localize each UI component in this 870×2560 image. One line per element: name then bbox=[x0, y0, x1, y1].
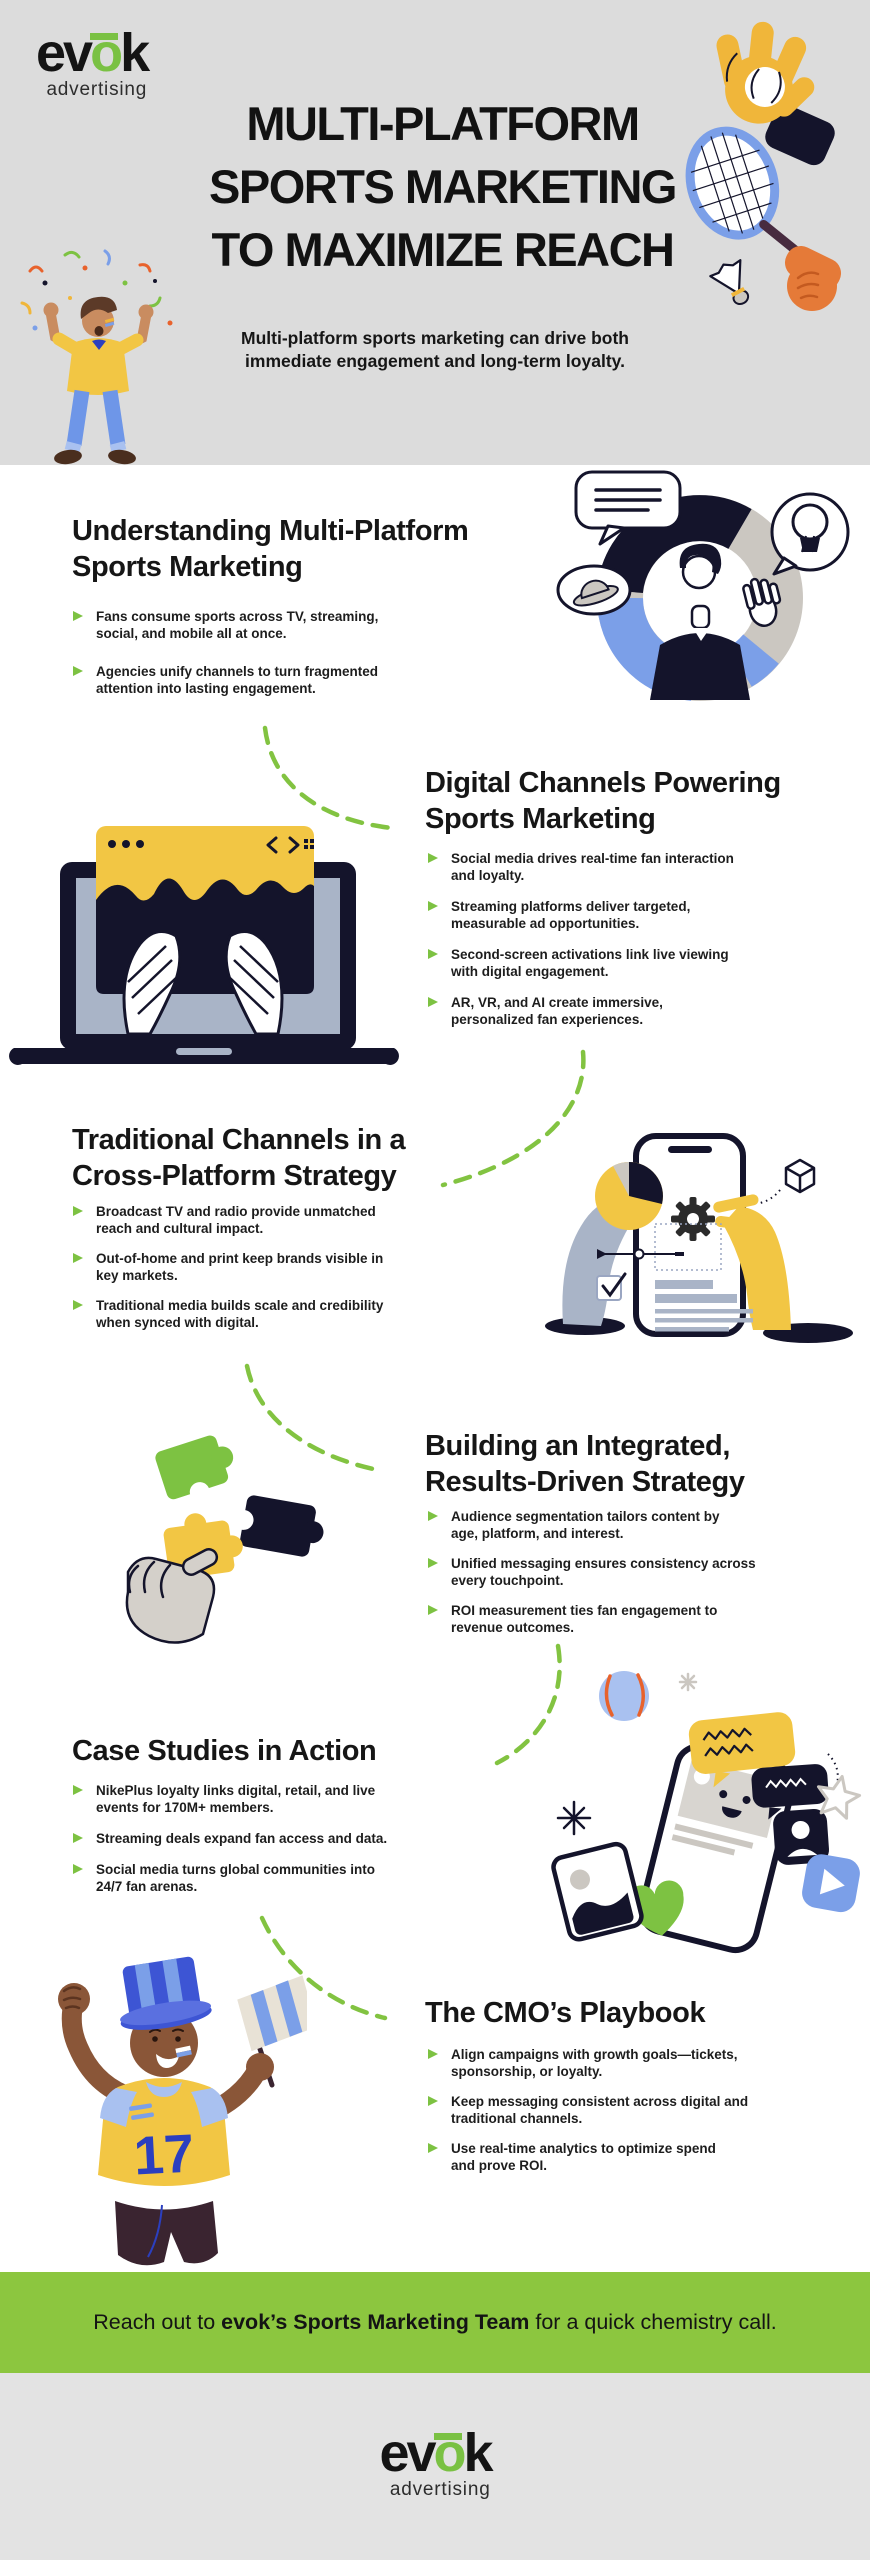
bullet-item: NikePlus loyalty links digital, retail, … bbox=[72, 1782, 482, 1816]
bullet-item: Out-of-home and print keep brands visibl… bbox=[72, 1250, 472, 1284]
cta-emphasis: evok’s Sports Marketing Team bbox=[221, 2310, 530, 2334]
cta-banner: Reach out to evok’s Sports Marketing Tea… bbox=[0, 2272, 870, 2373]
bullet-arrow-icon bbox=[73, 611, 83, 621]
bullet-item: Use real-time analytics to optimize spen… bbox=[427, 2140, 832, 2174]
page-subtitle: Multi-platform sports marketing can driv… bbox=[241, 328, 629, 371]
sports-fan-illustration: 17 bbox=[58, 1956, 307, 2266]
footer-background bbox=[0, 2373, 870, 2560]
brand-logo-footer: evok advertising bbox=[0, 2426, 870, 2499]
bullet-item: AR, VR, and AI create immersive, persona… bbox=[427, 994, 827, 1028]
bullet-arrow-icon bbox=[73, 1833, 83, 1843]
brand-logo: evok advertising bbox=[36, 23, 150, 100]
bullet-arrow-icon bbox=[428, 2143, 438, 2153]
section-traditional: Traditional Channels in a Cross-Platform… bbox=[72, 1122, 512, 1194]
bullet-arrow-icon bbox=[428, 2049, 438, 2059]
bullet-arrow-icon bbox=[428, 1558, 438, 1568]
section-traditional-bullets: Broadcast TV and radio provide unmatched… bbox=[72, 1203, 472, 1344]
bullet-arrow-icon bbox=[73, 1785, 83, 1795]
laptop-browser-illustration bbox=[9, 826, 399, 1065]
bullet-item: Second-screen activations link live view… bbox=[427, 946, 827, 980]
section-title: Digital Channels Powering Sports Marketi… bbox=[425, 767, 781, 835]
cta-text: Reach out to evok’s Sports Marketing Tea… bbox=[93, 2310, 777, 2334]
bullet-arrow-icon bbox=[73, 1300, 83, 1310]
bullet-arrow-icon bbox=[73, 1864, 83, 1874]
bullet-item: Align campaigns with growth goals—ticket… bbox=[427, 2046, 832, 2080]
bullet-item: Agencies unify channels to turn fragment… bbox=[72, 663, 452, 697]
social-phone-illustration bbox=[551, 1671, 862, 1954]
bullet-item: Keep messaging consistent across digital… bbox=[427, 2093, 832, 2127]
bullet-arrow-icon bbox=[73, 1253, 83, 1263]
bullet-item: Social media drives real-time fan intera… bbox=[427, 850, 827, 884]
section-integrated: Building an Integrated, Results-Driven S… bbox=[425, 1428, 865, 1500]
brand-logo-o-macron: o bbox=[90, 23, 123, 83]
bullet-item: Audience segmentation tailors content by… bbox=[427, 1508, 832, 1542]
celebrating-man-illustration bbox=[20, 249, 173, 465]
section-title: The CMO’s Playbook bbox=[425, 1997, 706, 2029]
bullet-item: Streaming deals expand fan access and da… bbox=[72, 1830, 482, 1847]
section-digital-bullets: Social media drives real-time fan intera… bbox=[427, 850, 827, 1042]
bullet-item: Social media turns global communities in… bbox=[72, 1861, 482, 1895]
section-understanding: Understanding Multi-Platform Sports Mark… bbox=[72, 513, 512, 585]
section-cmo-playbook: The CMO’s Playbook bbox=[425, 1995, 865, 2031]
bullet-arrow-icon bbox=[73, 666, 83, 676]
bullet-item: Traditional media builds scale and credi… bbox=[72, 1297, 472, 1331]
section-title: Building an Integrated, Results-Driven S… bbox=[425, 1430, 745, 1498]
bullet-arrow-icon bbox=[428, 997, 438, 1007]
bullet-arrow-icon bbox=[428, 1605, 438, 1615]
bullet-arrow-icon bbox=[73, 1206, 83, 1216]
puzzle-pieces-illustration bbox=[125, 1435, 324, 1644]
bullet-arrow-icon bbox=[428, 901, 438, 911]
bullet-item: ROI measurement ties fan engagement to r… bbox=[427, 1602, 832, 1636]
brand-logo-o-macron: o bbox=[433, 2423, 467, 2483]
bullet-arrow-icon bbox=[428, 949, 438, 959]
section-integrated-bullets: Audience segmentation tailors content by… bbox=[427, 1508, 832, 1649]
section-title: Understanding Multi-Platform Sports Mark… bbox=[72, 515, 469, 583]
section-digital: Digital Channels Powering Sports Marketi… bbox=[425, 765, 865, 837]
donut-person-illustration bbox=[556, 470, 850, 701]
bullet-item: Broadcast TV and radio provide unmatched… bbox=[72, 1203, 472, 1237]
bullet-item: Streaming platforms deliver targeted, me… bbox=[427, 898, 827, 932]
page-title: MULTI-PLATFORM SPORTS MARKETING TO MAXIM… bbox=[209, 97, 677, 276]
section-case-studies: Case Studies in Action bbox=[72, 1733, 512, 1769]
section-title: Traditional Channels in a Cross-Platform… bbox=[72, 1124, 406, 1192]
jersey-number: 17 bbox=[132, 2123, 195, 2186]
section-understanding-bullets: Fans consume sports across TV, streaming… bbox=[72, 608, 452, 718]
bullet-arrow-icon bbox=[428, 853, 438, 863]
bullet-arrow-icon bbox=[428, 1511, 438, 1521]
phone-hands-gear-illustration bbox=[545, 1133, 853, 1343]
brand-logo-wordmark: evok bbox=[36, 23, 150, 83]
section-case-studies-bullets: NikePlus loyalty links digital, retail, … bbox=[72, 1782, 482, 1909]
brand-logo-wordmark: evok bbox=[379, 2423, 493, 2483]
bullet-item: Fans consume sports across TV, streaming… bbox=[72, 608, 452, 642]
bullet-arrow-icon bbox=[428, 2096, 438, 2106]
section-cmo-playbook-bullets: Align campaigns with growth goals—ticket… bbox=[427, 2046, 832, 2187]
section-title: Case Studies in Action bbox=[72, 1735, 377, 1767]
bullet-item: Unified messaging ensures consistency ac… bbox=[427, 1555, 832, 1589]
sports-equipment-illustration bbox=[685, 21, 842, 311]
brand-logo-tagline: advertising bbox=[389, 2479, 491, 2500]
brand-logo-tagline: advertising bbox=[46, 79, 148, 100]
